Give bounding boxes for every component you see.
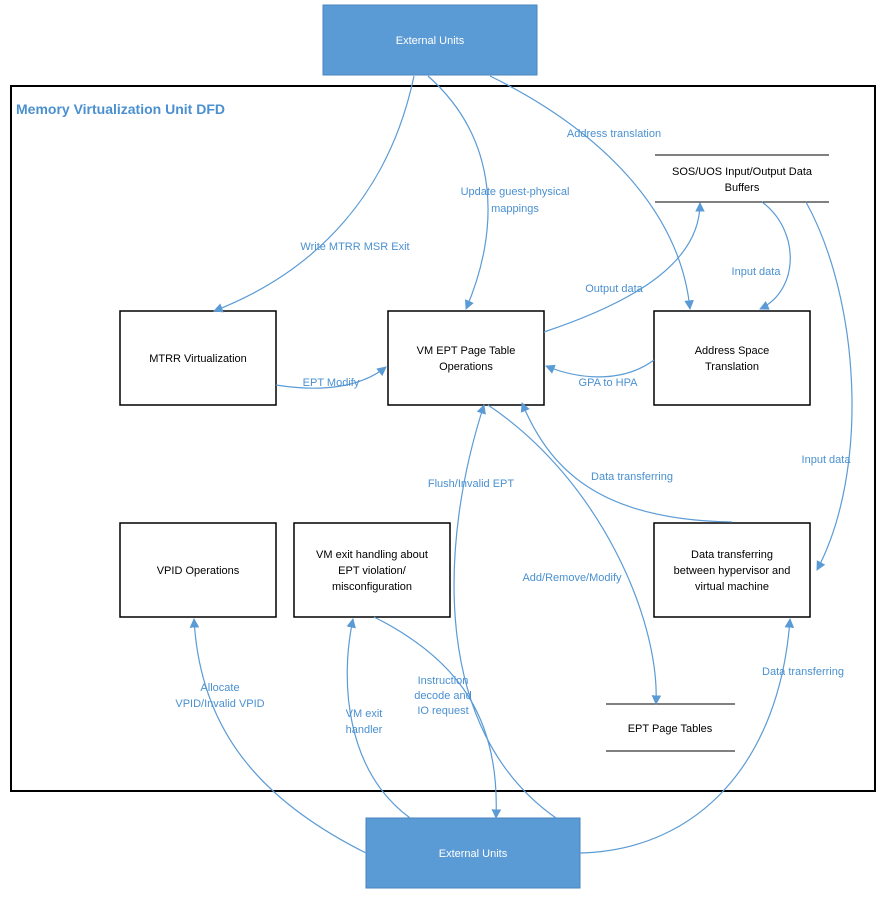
flow-write-mtrr (213, 75, 415, 313)
flow-label-vm-exit-handler-1: VM exit (346, 708, 383, 720)
external-units-bottom-label: External Units (439, 848, 508, 860)
flow-label-ept-modify: EPT Modify (303, 377, 360, 389)
process-address-space-translation[interactable]: Address Space Translation (653, 310, 811, 406)
flow-label-flush-invalid: Flush/Invalid EPT (428, 478, 514, 490)
flow-label-data-transferring-2: Data transferring (762, 666, 844, 678)
process-vpid-operations[interactable]: VPID Operations (119, 522, 277, 618)
flow-data-transferring-2 (579, 618, 795, 854)
flow-label-add-remove-modify: Add/Remove/Modify (522, 572, 622, 584)
flow-address-translation (489, 75, 694, 310)
flow-output-data (543, 202, 705, 333)
flow-label-data-transferring-1: Data transferring (591, 471, 673, 483)
flow-instruction-decode (373, 616, 502, 819)
external-units-top[interactable]: External Units (322, 4, 538, 76)
flow-add-remove-modify (487, 404, 662, 705)
flow-label-gpa-to-hpa: GPA to HPA (579, 377, 639, 389)
store-ept-tables-label: EPT Page Tables (628, 723, 713, 735)
process-vm-exit-label-3: misconfiguration (332, 581, 412, 593)
process-data-transferring[interactable]: Data transferring between hypervisor and… (653, 522, 811, 618)
flow-label-instruction-decode-2: decode and (414, 690, 472, 702)
flow-label-address-translation: Address translation (567, 128, 661, 140)
flow-label-output-data: Output data (585, 283, 643, 295)
process-vm-ept-page-table-operations[interactable]: VM EPT Page Table Operations (387, 310, 545, 406)
flow-ept-modify (275, 366, 387, 389)
process-addr-trans-label-2: Translation (705, 361, 759, 373)
flow-input-data-1 (759, 201, 791, 310)
flow-label-vm-exit-handler-2: handler (346, 724, 383, 736)
process-vpid-label: VPID Operations (157, 565, 240, 577)
flow-label-allocate-vpid-2: VPID/Invalid VPID (175, 698, 264, 710)
flow-label-instruction-decode-1: Instruction (418, 675, 469, 687)
flow-label-update-mappings-1: Update guest-physical (461, 186, 570, 198)
store-buffers-label-1: SOS/UOS Input/Output Data (672, 166, 813, 178)
process-vm-exit-label-1: VM exit handling about (316, 549, 428, 561)
flow-label-allocate-vpid-1: Allocate (200, 682, 239, 694)
flow-label-input-data-2: Input data (802, 454, 852, 466)
store-buffers-label-2: Buffers (725, 182, 760, 194)
diagram-frame (10, 85, 876, 792)
flow-data-transferring-1 (520, 402, 733, 523)
flow-allocate-vpid (189, 618, 367, 854)
process-data-transfer-label-3: virtual machine (695, 581, 769, 593)
process-mtrr-label: MTRR Virtualization (149, 353, 247, 365)
flow-flush-invalid (453, 404, 557, 819)
flow-label-input-data-1: Input data (732, 266, 782, 278)
store-ept-page-tables[interactable]: EPT Page Tables (606, 703, 735, 752)
flow-update-mappings (427, 75, 489, 310)
diagram-title: Memory Virtualization Unit DFD (16, 101, 225, 117)
process-vm-exit-label-2: EPT violation/ (338, 565, 407, 577)
flow-label-instruction-decode-3: IO request (417, 705, 468, 717)
flow-label-update-mappings-2: mappings (491, 203, 539, 215)
flow-input-data-2 (805, 201, 853, 571)
process-mtrr-virtualization[interactable]: MTRR Virtualization (119, 310, 277, 406)
flow-label-write-mtrr: Write MTRR MSR Exit (300, 241, 409, 253)
external-units-bottom[interactable]: External Units (365, 817, 581, 889)
process-vm-exit-handling[interactable]: VM exit handling about EPT violation/ mi… (293, 522, 451, 618)
process-ept-ops-label-2: Operations (439, 361, 493, 373)
process-data-transfer-label-1: Data transferring (691, 549, 773, 561)
flow-gpa-to-hpa (545, 359, 655, 378)
process-addr-trans-label-1: Address Space (695, 345, 770, 357)
process-data-transfer-label-2: between hypervisor and (674, 565, 791, 577)
store-io-data-buffers[interactable]: SOS/UOS Input/Output Data Buffers (655, 154, 829, 203)
process-ept-ops-label-1: VM EPT Page Table (417, 345, 516, 357)
external-units-top-label: External Units (396, 35, 465, 47)
flow-vm-exit-handler (346, 618, 411, 819)
